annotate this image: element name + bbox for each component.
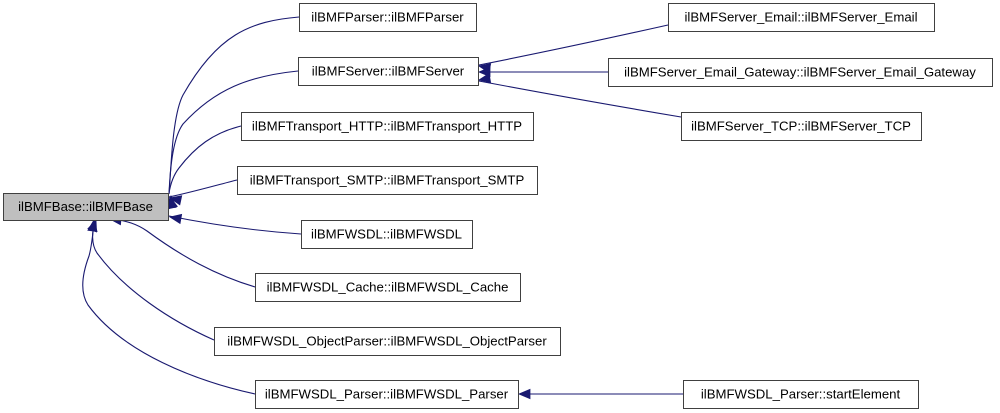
node-label: ilBMFServer_Email_Gateway::ilBMFServer_E…	[624, 64, 976, 79]
node-box[interactable]	[301, 220, 473, 249]
node-label: ilBMFWSDL_Parser::ilBMFWSDL_Parser	[265, 386, 509, 401]
graph-node-ilbmfserver-tcp[interactable]: ilBMFServer_TCP::ilBMFServer_TCP	[681, 112, 922, 141]
edges-layer	[82, 16, 683, 400]
edge-line	[92, 221, 215, 341]
node-label: ilBMFServer_TCP::ilBMFServer_TCP	[691, 118, 911, 133]
edge-line	[168, 70, 299, 195]
edge-line	[478, 24, 669, 66]
node-label: ilBMFTransport_SMTP::ilBMFTransport_SMTP	[250, 172, 525, 187]
graph-node-ilbmftransport-smtp[interactable]: ilBMFTransport_SMTP::ilBMFTransport_SMTP	[237, 166, 538, 195]
node-box[interactable]	[214, 327, 561, 356]
graph-edge	[477, 66, 608, 78]
node-box[interactable]	[255, 273, 521, 302]
node-label: ilBMFBase::ilBMFBase	[18, 199, 153, 214]
node-label: ilBMFWSDL::ilBMFWSDL	[311, 226, 462, 241]
edge-arrowhead	[87, 218, 98, 233]
edge-line	[82, 221, 256, 395]
node-label: ilBMFServer_Email::ilBMFServer_Email	[684, 9, 917, 24]
graph-node-ilbmfserver-email[interactable]: ilBMFServer_Email::ilBMFServer_Email	[668, 3, 935, 32]
graph-edge	[108, 215, 256, 288]
graph-node-ilbmfwsdl[interactable]: ilBMFWSDL::ilBMFWSDL	[301, 220, 473, 249]
edge-line	[478, 80, 682, 118]
graph-node-ilbmfbase[interactable]: ilBMFBase::ilBMFBase	[3, 193, 169, 221]
edge-line	[168, 215, 302, 235]
graph-node-ilbmftransport-http[interactable]: ilBMFTransport_HTTP::ilBMFTransport_HTTP	[241, 112, 534, 141]
graph-node-ilbmfwsdl-parser[interactable]: ilBMFWSDL_Parser::ilBMFWSDL_Parser	[255, 380, 519, 409]
node-box[interactable]	[299, 3, 477, 32]
node-label: ilBMFWSDL_Parser::startElement	[701, 386, 901, 401]
edge-arrowhead	[168, 195, 183, 206]
node-box[interactable]	[683, 380, 919, 409]
node-box[interactable]	[668, 3, 935, 32]
node-label: ilBMFWSDL_Cache::ilBMFWSDL_Cache	[267, 279, 509, 294]
graph-node-ilbmfserver[interactable]: ilBMFServer::ilBMFServer	[298, 57, 479, 86]
node-label: ilBMFWSDL_ObjectParser::ilBMFWSDL_Object…	[227, 333, 547, 348]
node-box[interactable]	[681, 112, 922, 141]
node-label: ilBMFTransport_HTTP::ilBMFTransport_HTTP	[252, 118, 522, 133]
edge-arrowhead	[168, 213, 183, 225]
graph-node-ilbmfwsdl-objectparser[interactable]: ilBMFWSDL_ObjectParser::ilBMFWSDL_Object…	[214, 327, 561, 356]
node-label: ilBMFParser::ilBMFParser	[311, 9, 464, 24]
node-box[interactable]	[608, 58, 993, 87]
node-box[interactable]	[241, 112, 534, 141]
node-box[interactable]	[237, 166, 538, 195]
edge-line	[112, 218, 256, 288]
edge-line	[168, 179, 238, 198]
graph-edge	[517, 388, 683, 400]
edge-arrowhead	[517, 388, 531, 400]
graph-node-ilbmfwsdl-cache[interactable]: ilBMFWSDL_Cache::ilBMFWSDL_Cache	[255, 273, 521, 302]
graph-edge	[168, 213, 302, 235]
graph-edge	[87, 219, 215, 341]
node-box[interactable]	[255, 380, 519, 409]
node-box[interactable]	[298, 57, 479, 86]
graph-edge	[168, 179, 238, 206]
graph-edge	[82, 218, 256, 395]
node-label: ilBMFServer::ilBMFServer	[312, 63, 465, 78]
graph-node-ilbmfwsdl-parser-startelement[interactable]: ilBMFWSDL_Parser::startElement	[683, 380, 919, 409]
edge-arrowhead	[477, 72, 492, 84]
graph-node-ilbmfparser[interactable]: ilBMFParser::ilBMFParser	[299, 3, 477, 32]
graph-node-ilbmfserver-email-gateway[interactable]: ilBMFServer_Email_Gateway::ilBMFServer_E…	[608, 58, 993, 87]
node-box[interactable]	[3, 193, 169, 221]
edge-line	[168, 125, 242, 194]
nodes-layer: ilBMFBase::ilBMFBase ilBMFParser::ilBMFPa…	[3, 3, 993, 409]
graph-edge	[477, 72, 682, 118]
